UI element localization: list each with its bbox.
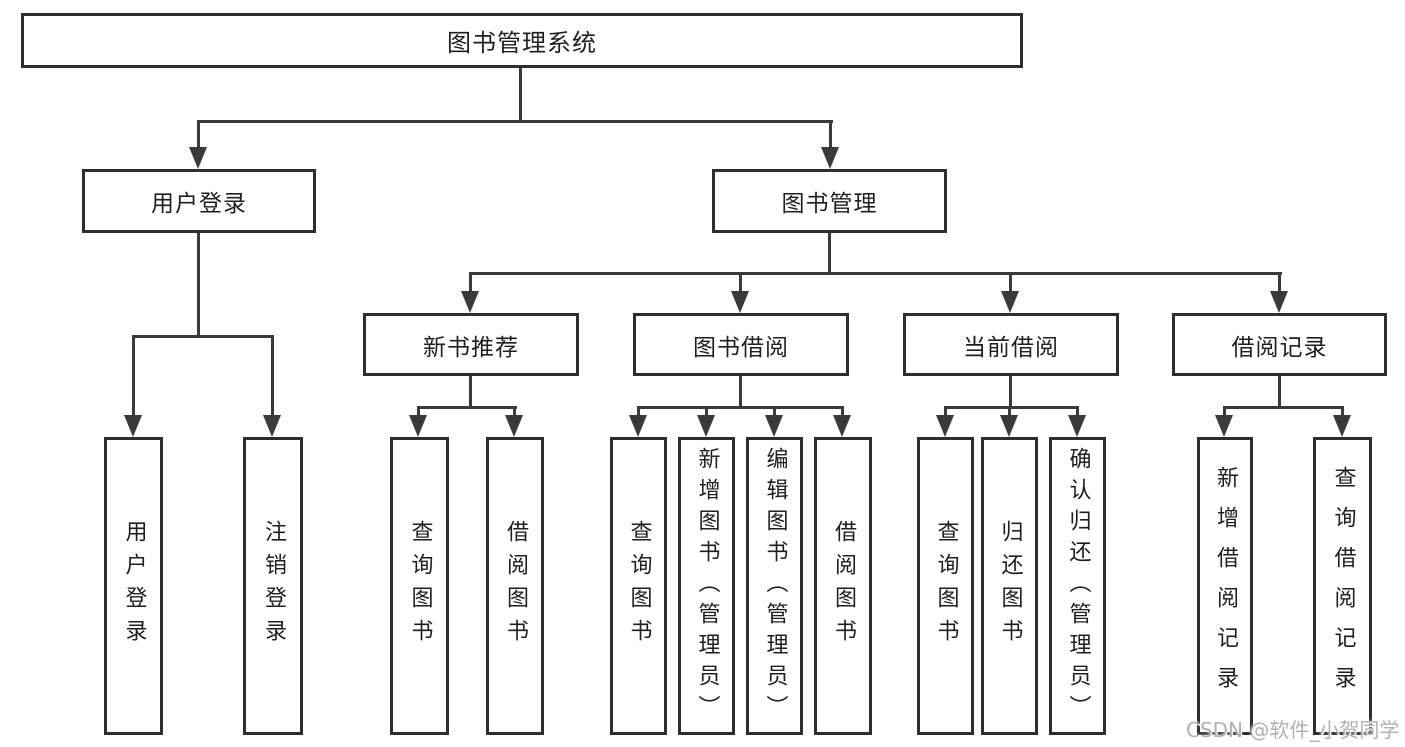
connector-line [637,406,844,409]
connector-line [1278,272,1281,294]
connector-line [417,406,420,418]
leaf-bb-edit-book-admin: 编辑图书（管理员） [746,437,803,735]
leaf-rec-borrow-book: 借阅图书 [486,437,544,735]
leaf-cb-query-book: 查询图书 [917,437,974,735]
leaf-bb-add-book-admin: 新增图书（管理员） [678,437,735,735]
node-current-borrow: 当前借阅 [903,313,1119,376]
arrowhead-down-icon [124,415,142,437]
leaf-bb-query-book: 查询图书 [610,437,667,735]
node-new-book-rec: 新书推荐 [363,313,579,376]
arrowhead-down-icon [629,415,647,437]
arrowhead-down-icon [189,147,207,169]
node-borrow-record-label: 借阅记录 [1231,334,1328,361]
leaf-user-login: 用户登录 [104,437,163,735]
connector-line [841,406,844,418]
leaf-cb-confirm-return-admin: 确认归还（管理员） [1049,437,1106,735]
arrowhead-down-icon [263,415,281,437]
connector-line [944,406,947,418]
leaf-bb-borrow-book: 借阅图书 [814,437,872,735]
arrowhead-down-icon [409,415,427,437]
arrowhead-down-icon [1000,415,1018,437]
node-root-label: 图书管理系统 [447,29,597,57]
arrowhead-down-icon [833,415,851,437]
leaf-logout-label: 注销登录 [261,520,286,652]
node-new-book-rec-label: 新书推荐 [423,334,519,361]
connector-line [197,120,200,150]
leaf-br-add-record-label: 新增借阅记录 [1213,466,1238,706]
connector-line [469,272,1282,275]
node-user-login-label: 用户登录 [151,191,247,217]
connector-line [519,68,522,123]
arrowhead-down-icon [1270,291,1288,313]
connector-line [132,335,135,419]
connector-line [1008,406,1011,418]
leaf-br-query-record-label: 查询借阅记录 [1330,466,1356,706]
connector-line [637,406,640,418]
connector-line [469,272,472,294]
leaf-br-add-record: 新增借阅记录 [1197,437,1253,735]
node-current-borrow-label: 当前借阅 [963,334,1059,361]
arrowhead-down-icon [461,291,479,313]
connector-line [705,406,708,418]
connector-line [1278,375,1281,409]
connector-line [1009,272,1012,294]
arrowhead-down-icon [1215,415,1233,437]
node-book-borrow-label: 图书借阅 [693,334,789,361]
connector-line [197,120,833,123]
leaf-bb-query-book-label: 查询图书 [626,520,652,652]
connector-line [1223,406,1226,418]
connector-line [1009,375,1012,409]
connector-line [1076,406,1079,418]
connector-line [132,335,274,338]
connector-line [828,232,831,275]
arrowhead-down-icon [1001,291,1019,313]
leaf-cb-query-book-label: 查询图书 [933,520,959,652]
connector-line [469,375,472,409]
connector-line [739,272,742,294]
leaf-rec-query-book: 查询图书 [390,437,449,735]
arrowhead-down-icon [1333,415,1351,437]
leaf-bb-edit-book-admin-label: 编辑图书（管理员） [762,446,788,726]
connector-line [197,232,200,338]
node-book-borrow: 图书借阅 [633,313,849,376]
csdn-watermark: CSDN @软件_小贺同学 [1186,718,1400,742]
connector-line [739,375,742,409]
leaf-cb-return-book-label: 归还图书 [997,520,1023,652]
connector-line [417,406,517,409]
arrowhead-down-icon [821,147,839,169]
arrowhead-down-icon [936,415,954,437]
connector-line [271,335,274,419]
leaf-logout: 注销登录 [243,437,303,735]
leaf-rec-query-book-label: 查询图书 [407,520,433,652]
node-book-mgmt-label: 图书管理 [781,191,878,217]
leaf-bb-borrow-book-label: 借阅图书 [831,520,856,652]
connector-line [944,406,1079,409]
leaf-rec-borrow-book-label: 借阅图书 [503,520,528,652]
arrowhead-down-icon [505,415,523,437]
connector-line [1223,406,1343,409]
node-borrow-record: 借阅记录 [1172,313,1387,376]
node-user-login: 用户登录 [82,169,316,233]
arrowhead-down-icon [731,291,749,313]
leaf-br-query-record: 查询借阅记录 [1313,437,1372,735]
leaf-cb-return-book: 归还图书 [981,437,1038,735]
arrowhead-down-icon [697,415,715,437]
connector-line [513,406,516,418]
connector-line [829,120,832,150]
leaf-bb-add-book-admin-label: 新增图书（管理员） [694,446,720,726]
node-book-mgmt: 图书管理 [712,169,947,233]
node-root: 图书管理系统 [21,13,1023,68]
arrowhead-down-icon [765,415,783,437]
connector-line [1341,406,1344,418]
leaf-user-login-label: 用户登录 [121,520,147,652]
connector-line [773,406,776,418]
arrowhead-down-icon [1068,415,1086,437]
leaf-cb-confirm-return-admin-label: 确认归还（管理员） [1065,446,1091,726]
